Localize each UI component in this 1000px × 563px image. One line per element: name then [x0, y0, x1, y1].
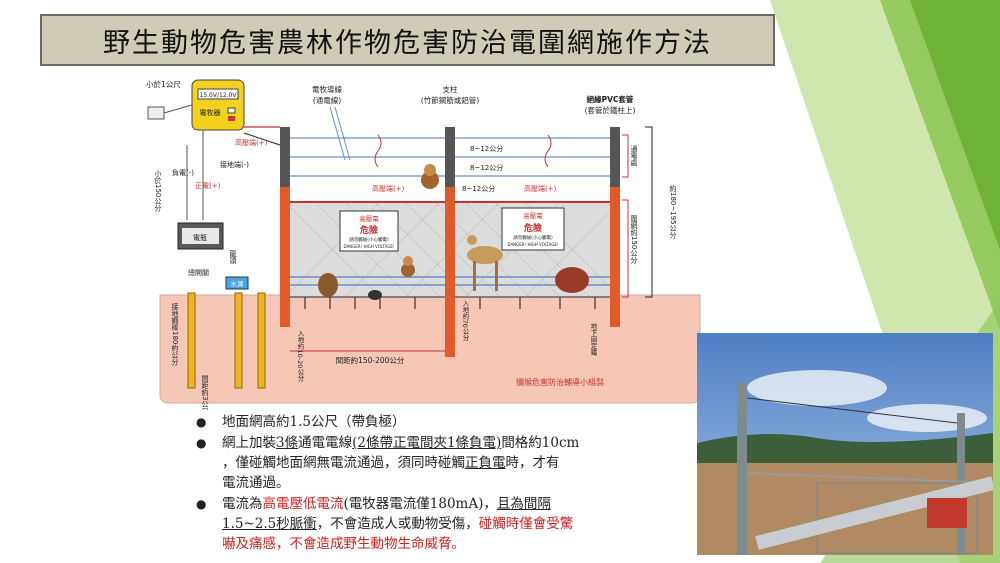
svg-text:DANGER! HIGH VOLTAGE!: DANGER! HIGH VOLTAGE!	[343, 244, 394, 249]
svg-text:支柱: 支柱	[443, 84, 458, 94]
svg-text:獼猴危害防治輔導小組製: 獼猴危害防治輔導小組製	[516, 377, 604, 387]
bullet-1: ● 地面網高約1.5公尺（帶負極）	[196, 414, 406, 430]
warning-sign-left: 高壓電 危險 請勿觸碰(小心觸電) DANGER! HIGH VOLTAGE!	[339, 210, 399, 252]
svg-text:小於150公分: 小於150公分	[154, 169, 162, 212]
charger-box	[191, 79, 245, 131]
svg-text:絕緣PVC套管: 絕緣PVC套管	[587, 94, 634, 104]
svg-text:電牧導線: 電牧導線	[312, 84, 342, 94]
monkey-small-icon	[401, 256, 415, 277]
svg-text:接地端(-): 接地端(-)	[220, 160, 249, 169]
monkey-icon	[421, 164, 439, 189]
svg-text:正電(+): 正電(+)	[195, 182, 221, 190]
svg-text:高壓端(+): 高壓端(+)	[235, 138, 268, 147]
svg-text:高壓電: 高壓電	[359, 214, 379, 223]
svg-text:總開關: 總開關	[188, 268, 209, 277]
charger-label: 電牧器	[200, 108, 221, 117]
svg-text:通電處: 通電處	[630, 144, 638, 167]
svg-text:請勿觸碰(小心觸電): 請勿觸碰(小心觸電)	[349, 236, 389, 243]
svg-text:接地鋼棒180約公分: 接地鋼棒180約公分	[171, 302, 179, 366]
bullet-3: ● 電流為高電壓低電流(電牧器電流僅180mA)，且為間隔 1.5~2.5秒脈衝…	[196, 496, 574, 552]
svg-text:負電(-): 負電(-)	[172, 168, 194, 177]
svg-text:入地約10-20公分: 入地約10-20公分	[296, 330, 304, 383]
rabbit-icon	[368, 290, 382, 300]
svg-text:DANGER! HIGH VOLTAGE!: DANGER! HIGH VOLTAGE!	[507, 242, 558, 247]
svg-text:間距約3公尺: 間距約3公尺	[201, 375, 209, 410]
svg-text:(竹節鋼筋或鋁管): (竹節鋼筋或鋁管)	[421, 95, 479, 105]
svg-text:(套管於鐵柱上): (套管於鐵柱上)	[585, 105, 636, 115]
svg-text:8~12公分: 8~12公分	[470, 144, 503, 153]
bullet-list: ● 地面網高約1.5公尺（帶負極） ● 網上加裝3條通電電線(2條帶正電間夾1條…	[196, 412, 696, 555]
fence-photo	[697, 333, 993, 555]
svg-text:高壓電: 高壓電	[523, 211, 543, 220]
charger-display: 15.0V/12.0V	[200, 92, 238, 99]
svg-text:電瓶: 電瓶	[193, 233, 207, 242]
svg-text:間距約150-200公分: 間距約150-200公分	[336, 355, 405, 365]
fence-post-left	[280, 127, 290, 327]
svg-text:圍網約150公分: 圍網約150公分	[630, 215, 638, 265]
bear-icon	[318, 273, 338, 297]
svg-text:水源: 水源	[231, 279, 245, 288]
title-banner: 野生動物危害農林作物危害防治電圍網施作方法	[40, 14, 775, 66]
svg-text:小於1公尺: 小於1公尺	[146, 79, 181, 89]
svg-text:入地約70公分: 入地約70公分	[461, 300, 469, 342]
svg-text:地下固定鐵: 地下固定鐵	[589, 322, 597, 357]
svg-text:8~12公分: 8~12公分	[462, 184, 495, 193]
warning-sign-right: 高壓電 危險 請勿觸碰(小心觸電) DANGER! HIGH VOLTAGE!	[501, 207, 565, 251]
svg-text:危險: 危險	[523, 222, 542, 234]
deer-icon	[467, 235, 503, 291]
svg-text:約180~195公分: 約180~195公分	[669, 184, 677, 240]
fence-diagram: 15.0V/12.0V 電牧器 小於1公尺 高壓端(+) 接地端(-) 負電(-…	[146, 79, 701, 410]
boar-icon	[555, 267, 589, 293]
svg-text:危險: 危險	[359, 224, 378, 236]
svg-text:(通電線): (通電線)	[313, 95, 341, 105]
svg-text:請勿觸碰(小心觸電): 請勿觸碰(小心觸電)	[513, 234, 553, 241]
svg-text:8~12公分: 8~12公分	[470, 163, 503, 172]
fence-post-right	[610, 127, 620, 327]
bullet-2: ● 網上加裝3條通電電線(2條帶正電間夾1條負電)間格約10cm ，僅碰觸地面網…	[196, 435, 580, 491]
svg-text:龍頭: 龍頭	[229, 249, 237, 265]
svg-text:高壓端(+): 高壓端(+)	[372, 184, 405, 193]
page-title: 野生動物危害農林作物危害防治電圍網施作方法	[103, 27, 712, 59]
fence-post-mid	[445, 127, 455, 357]
svg-text:高壓端(+): 高壓端(+)	[524, 184, 557, 193]
